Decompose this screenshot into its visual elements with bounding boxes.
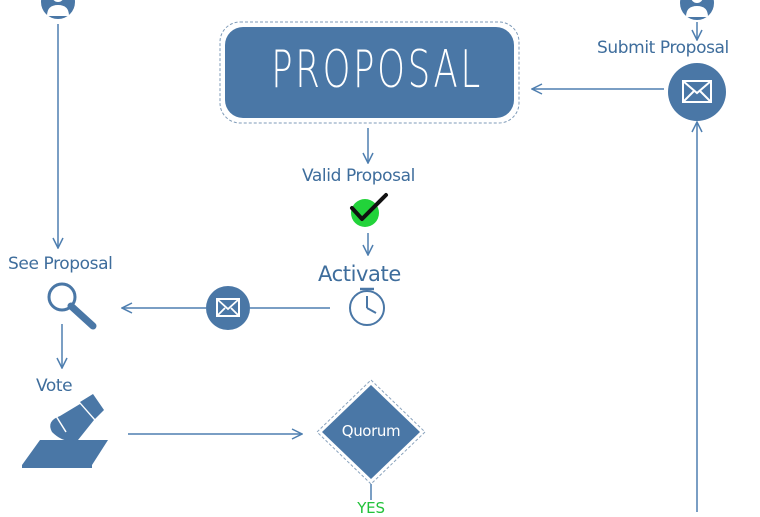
quorum-node[interactable]	[316, 379, 426, 485]
ballot-box-icon	[22, 394, 108, 468]
vote-label: Vote	[36, 376, 73, 396]
magnifier-icon	[47, 282, 97, 330]
proposal-title: PROPOSAL	[271, 40, 483, 100]
checkmark-icon	[350, 193, 388, 227]
submit-proposal-label: Submit Proposal	[597, 38, 729, 58]
clock-icon	[349, 287, 385, 326]
yes-label: YES	[357, 499, 385, 517]
envelope-icon	[206, 286, 250, 330]
envelope-icon	[668, 63, 726, 121]
proposal-node[interactable]	[219, 21, 520, 124]
activate-label: Activate	[318, 262, 401, 286]
user-icon	[680, 0, 714, 20]
valid-proposal-label: Valid Proposal	[302, 166, 415, 186]
see-proposal-label: See Proposal	[8, 254, 113, 274]
quorum-label: Quorum	[341, 422, 401, 440]
user-icon	[41, 0, 75, 19]
